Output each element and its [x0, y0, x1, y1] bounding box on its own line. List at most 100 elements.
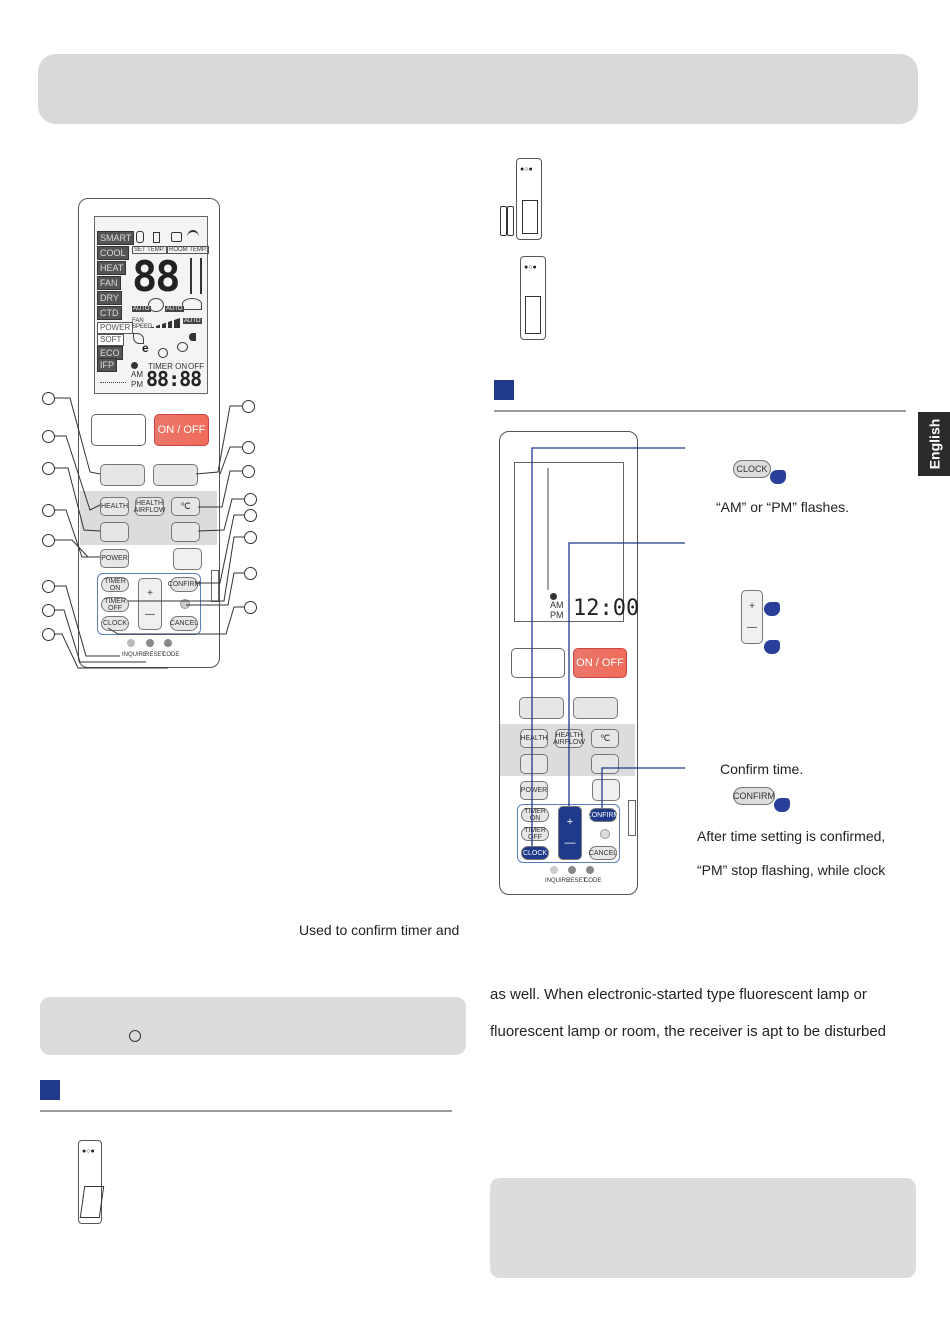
clock-button-illustration[interactable]: CLOCK [733, 460, 771, 478]
remote-blank-button-left[interactable] [91, 414, 146, 446]
lcd-am: AM [131, 370, 143, 379]
lcd-mode-cool: COOL [97, 246, 129, 260]
clock-lcd-am: AM [550, 600, 564, 610]
remote-code-dot[interactable] [164, 639, 172, 647]
clock-remote-blank-button[interactable] [511, 648, 565, 678]
clock-remote-cancel-button[interactable]: CANCEL [589, 846, 617, 860]
section-marker-right [494, 380, 514, 400]
callout-circle [242, 400, 255, 413]
clock-remote-center-dot [600, 829, 610, 839]
remote-blank-button-right[interactable] [173, 548, 202, 570]
clock-remote-code-dot[interactable] [586, 866, 594, 874]
lcd-mode-fan: FAN [97, 276, 121, 290]
remote-on-off-button[interactable]: ON / OFF [154, 414, 209, 446]
lcd-pm: PM [131, 380, 143, 389]
language-tab[interactable]: English [918, 412, 950, 476]
clock-callout-line [601, 767, 685, 808]
remote-button-swing-left[interactable] [100, 522, 129, 542]
clock-remote-timer-off-button[interactable]: TIMER OFF [521, 827, 549, 841]
note-box-left [40, 997, 466, 1055]
remote-button-swing-right[interactable] [171, 522, 200, 542]
remote-button-mode[interactable] [100, 464, 145, 486]
clock-lcd-pm: PM [550, 610, 564, 620]
clock-remote-health-button[interactable]: HEALTH [520, 729, 548, 748]
lcd-clock-digits: 88:88 [146, 367, 202, 391]
remote-timer-off-button[interactable]: TIMER OFF [101, 597, 129, 612]
lcd-mode-dry: DRY [97, 291, 122, 305]
remote-timer-on-button[interactable]: TIMER ON [101, 577, 129, 592]
lcd-fan-speed-bars [150, 318, 180, 328]
clock-remote-button-swing-left[interactable] [520, 754, 548, 774]
lcd-fan-icon [148, 298, 164, 312]
clock-remote-on-off-button[interactable]: ON / OFF [573, 648, 627, 678]
remote-power-button[interactable]: POWER [100, 549, 129, 568]
fluorescent-room-text: fluorescent lamp or room, the receiver i… [490, 1023, 887, 1040]
lcd-timer-off: OFF [188, 362, 204, 371]
remote-code-label: CODE [162, 652, 180, 658]
remote-button-fan[interactable] [153, 464, 198, 486]
battery-compartment-1 [522, 200, 538, 234]
remote-plus-minus-rocker[interactable]: + — [138, 578, 162, 630]
lcd-mode-soft: SOFT [97, 334, 125, 346]
callout-circle [244, 601, 257, 614]
clock-remote-button-fan[interactable] [573, 697, 618, 719]
remote-reset-label: RESET [145, 652, 166, 658]
clock-callout-lines [531, 447, 685, 846]
clock-lcd-clock-icon [550, 593, 557, 600]
remote-minus: — [145, 609, 155, 620]
lcd-mode-heat: HEAT [97, 261, 127, 275]
hand-pointer-icon-minus [764, 640, 780, 654]
lcd-lock-icon [177, 342, 188, 352]
callout-line [54, 609, 146, 663]
pm-stop-text: “PM” stop flashing, while clock [697, 862, 886, 878]
used-to-confirm-text: Used to confirm timer and [299, 922, 460, 938]
clock-remote-side-slot [628, 800, 636, 836]
lcd-fan-speed: FAN SPEED [132, 318, 153, 330]
remote-reset-dot[interactable] [146, 639, 154, 647]
clock-remote-power-button[interactable]: POWER [520, 781, 548, 800]
lcd-auto-right: AUTO [183, 318, 202, 324]
battery-compartment-2 [525, 296, 541, 334]
note-circle-icon [129, 1030, 141, 1042]
am-pm-flashes-text: “AM” or “PM” flashes. [716, 499, 850, 515]
clock-remote-button-mode[interactable] [519, 697, 564, 719]
lcd-auto-mid: AUTO [165, 306, 184, 312]
remote-clock-button[interactable]: CLOCK [101, 616, 129, 631]
clock-remote-confirm-button[interactable]: CONFIRM [587, 808, 619, 822]
note-box-right [490, 1178, 916, 1278]
clock-remote-button-swing-right[interactable] [591, 754, 619, 774]
clock-remote-celsius-button[interactable]: ℃ [591, 729, 619, 748]
remote-center-dot [180, 599, 190, 609]
callout-lines [54, 397, 244, 669]
clock-remote-inquire-label: INQUIRE [545, 878, 571, 884]
clock-remote-clock-button[interactable]: CLOCK [521, 846, 549, 860]
lcd-clock-small-icon [158, 348, 168, 358]
callout-line [54, 633, 168, 669]
remote-inquire-dot[interactable] [127, 639, 135, 647]
remote-back-dots: ●○● [82, 1148, 95, 1155]
lcd-mode-power: POWER [97, 322, 134, 334]
hand-pointer-icon-plus [764, 602, 780, 616]
clock-remote-inquire-dot[interactable] [550, 866, 558, 874]
clock-callout-line [531, 447, 685, 846]
remote-health-airflow-button[interactable]: HEALTH AIRFLOW [134, 497, 165, 516]
remote-confirm-button[interactable]: CONFIRM [168, 577, 200, 592]
clock-remote-reset-dot[interactable] [568, 866, 576, 874]
lcd-room-temp: ROOM TEMP. [167, 246, 209, 254]
clock-remote-plus-minus-rocker[interactable]: + — [558, 806, 582, 860]
battery-install-icon-1 [516, 158, 542, 240]
plus-minus-illustration[interactable]: + — [741, 590, 763, 644]
lcd-big-digits: 88 [132, 252, 181, 301]
callout-line [195, 405, 242, 475]
confirm-time-text: Confirm time. [720, 761, 804, 777]
confirm-button-illustration[interactable]: CONFIRM [733, 787, 775, 805]
remote-health-button[interactable]: HEALTH [100, 497, 129, 516]
remote-cancel-button[interactable]: CANCEL [170, 616, 198, 631]
as-well-text: as well. When electronic-started type fl… [490, 986, 867, 1003]
clock-remote-blank-button-right[interactable] [592, 779, 620, 801]
lcd-person-icon [136, 231, 144, 243]
clock-remote-timer-on-button[interactable]: TIMER ON [521, 808, 549, 822]
clock-remote-reset-label: RESET [566, 878, 587, 884]
callout-circle [242, 441, 255, 454]
callout-line [54, 539, 89, 558]
